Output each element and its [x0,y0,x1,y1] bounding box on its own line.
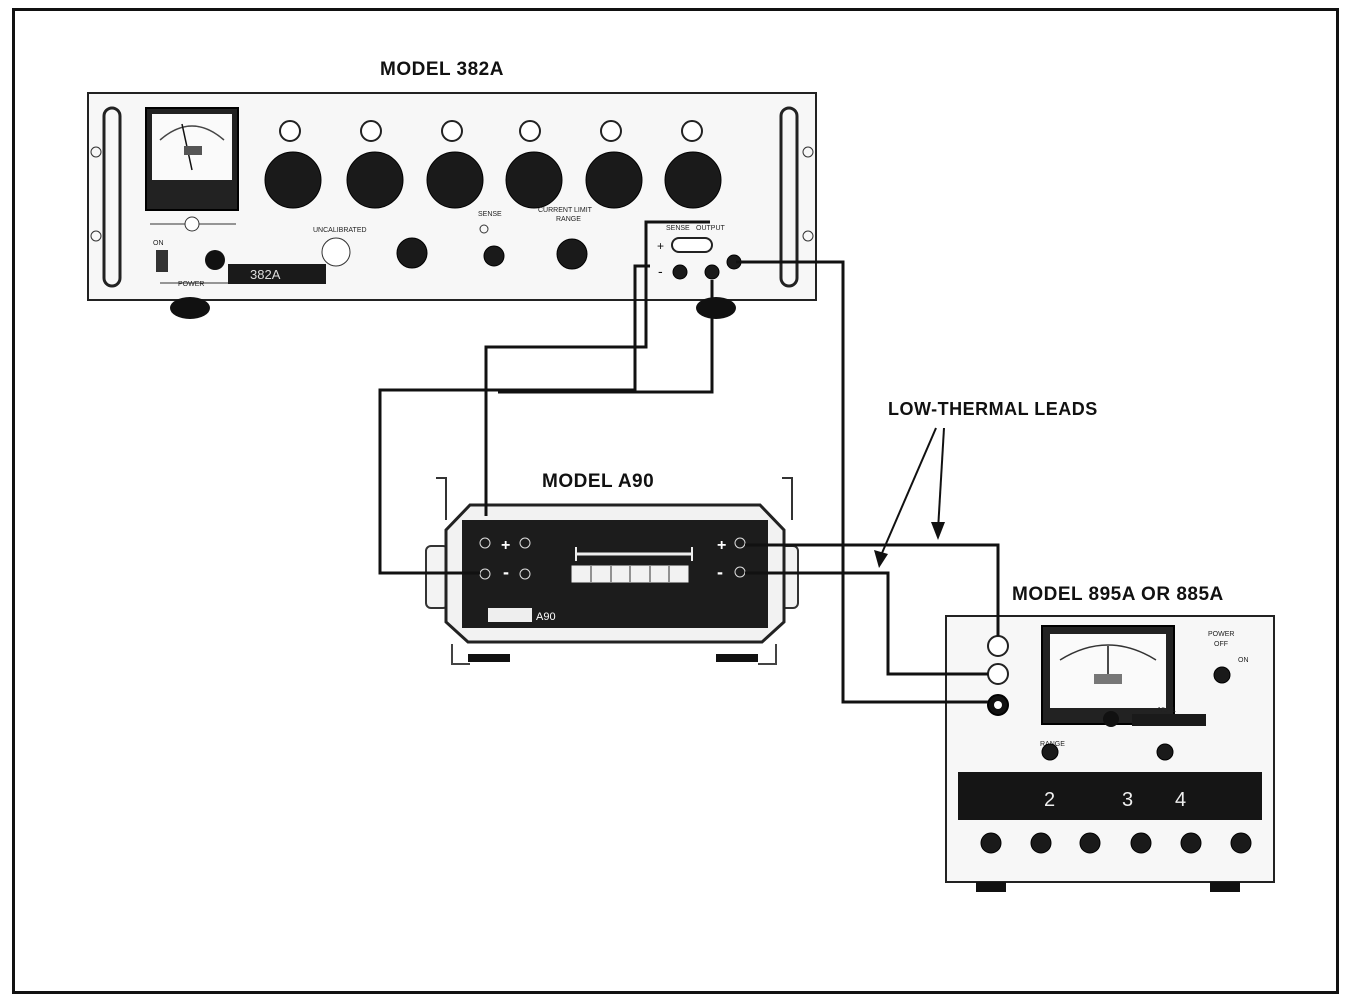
tilt-bail [436,478,446,520]
decade-knob[interactable] [981,833,1001,853]
on-label: ON [153,240,164,247]
power-switch-895a[interactable] [1214,667,1230,683]
readout-digit-3: 3 [1122,789,1133,811]
current-range-label: RANGE [556,216,581,223]
decade-knob[interactable] [506,152,562,208]
decade-knob[interactable] [1131,833,1151,853]
model-a90-label: MODEL A90 [542,471,654,492]
null-knob[interactable] [1157,744,1173,760]
uncalibrated-label: UNCALIBRATED [313,227,367,234]
analog-meter [146,108,238,210]
tilt-bail [782,478,792,520]
nameplate-a90-logo [488,608,532,622]
decade-knob[interactable] [347,152,403,208]
model-895a-label: MODEL 895A OR 885A [1012,584,1224,605]
stand-leg [758,644,776,664]
model-a90-instrument: MODEL A90 + - + - A90 [426,471,798,664]
a90-foot [468,654,510,662]
indicator-lamp [280,121,300,141]
sense-mode-label: SENSE [478,211,502,218]
current-limit-knob[interactable] [557,239,587,269]
model-382a-label: MODEL 382A [380,59,504,80]
decade-knob[interactable] [265,152,321,208]
power-lamp [205,250,225,270]
zero-control[interactable] [1103,711,1119,727]
input-jacks [988,636,1008,715]
off-label: OFF [1214,641,1228,648]
indicator-lamp [361,121,381,141]
foot-895a [976,882,1006,892]
ground-terminal-center [994,701,1002,709]
model-382a-instrument: MODEL 382A ON POWER 382A [88,59,816,319]
foot [170,297,210,319]
output-plus-sign: + [717,537,726,554]
decade-knob[interactable] [1231,833,1251,853]
a90-foot [716,654,758,662]
leads-label: LOW-THERMAL LEADS [888,399,1098,419]
terminal-sense-label: SENSE [666,225,690,232]
nameplate-a90-text: A90 [536,611,556,623]
leads-arrowhead [874,550,888,568]
stand-leg [452,644,470,664]
decade-knob[interactable] [665,152,721,208]
decade-knob[interactable] [586,152,642,208]
voltage-range-knob[interactable] [397,238,427,268]
model-895a-instrument: MODEL 895A OR 885A POWER OFF ON RANGE NU… [946,584,1274,892]
null-meter [1042,626,1174,724]
decade-knob[interactable] [1080,833,1100,853]
indicator-lamp [442,121,462,141]
power-label: POWER [178,281,204,288]
leads-callout: LOW-THERMAL LEADS [874,399,1098,568]
null-label: NULL [1158,707,1176,714]
indicator-lamp [601,121,621,141]
terminal-output-label: OUTPUT [696,225,726,232]
nameplate-382a-text: 382A [250,267,281,282]
foot [696,297,736,319]
output-minus-sign: - [717,562,723,582]
decade-knob[interactable] [1181,833,1201,853]
leads-arrow-line [879,428,936,560]
sense-minus-terminal[interactable] [673,265,687,279]
leads-arrow-line [938,428,944,530]
readout-digit-4: 4 [1175,789,1186,811]
readout-digit-2: 2 [1044,789,1055,811]
foot-895a [1210,882,1240,892]
range-knob[interactable] [1042,744,1058,760]
power-label-895a: POWER [1208,631,1234,638]
terminal-minus-sign: - [658,263,663,279]
output-minus-terminal[interactable] [705,265,719,279]
meter-zero-adjust[interactable] [185,217,199,231]
on-label-895a: ON [1238,657,1249,664]
input-jack-high[interactable] [988,636,1008,656]
uncalibrated-lamp [322,238,350,266]
power-toggle[interactable] [156,250,168,272]
indicator-lamp [520,121,540,141]
indicator-lamp [682,121,702,141]
decade-knob[interactable] [427,152,483,208]
decade-readout [958,772,1262,820]
terminal-plus-sign: + [657,239,664,253]
leads-arrowhead [931,522,945,540]
sense-shorting-link [672,238,712,252]
decade-knob[interactable] [1031,833,1051,853]
input-plus-sign: + [501,537,510,554]
current-limit-label: CURRENT LIMIT [538,207,593,214]
fine-adjust-knob[interactable] [484,246,504,266]
input-jack-low[interactable] [988,664,1008,684]
input-minus-sign: - [503,562,509,582]
null-scale [1132,714,1206,726]
